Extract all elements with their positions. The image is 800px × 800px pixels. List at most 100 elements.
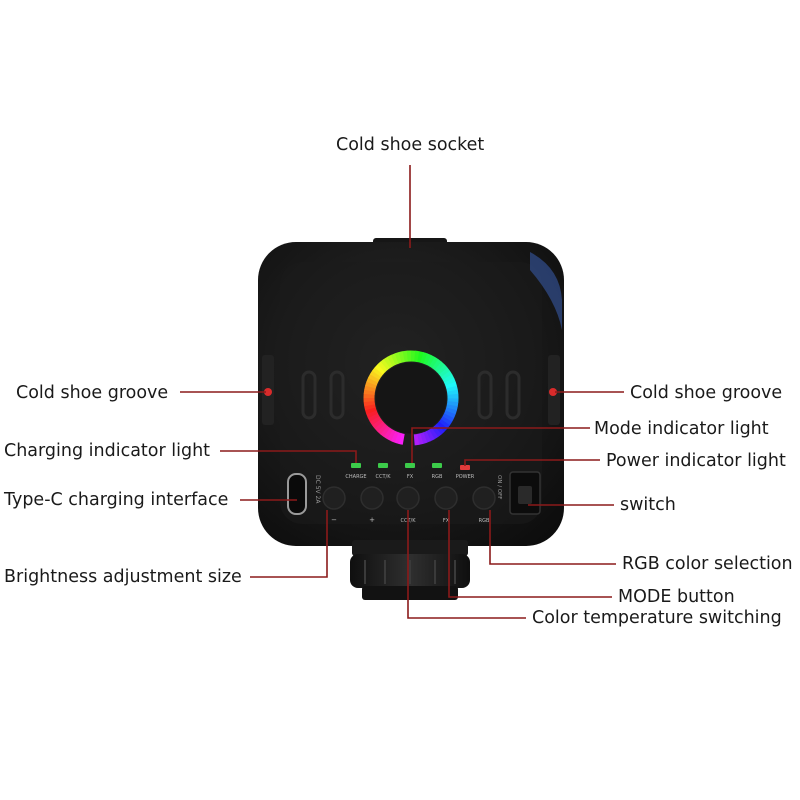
rgb-ring-segment	[426, 429, 435, 442]
vent-slot	[329, 370, 345, 420]
rgb-ring-segment	[442, 413, 455, 423]
rgb-ring-segment	[420, 432, 428, 445]
fx-button[interactable]	[434, 486, 458, 510]
leader-lines	[180, 165, 624, 619]
callout-rgb-color-selection: RGB color selection	[622, 554, 793, 574]
brightness-up-button[interactable]	[360, 486, 384, 510]
rgb-ring-segment	[380, 358, 391, 371]
leader-brightness	[250, 510, 328, 578]
type-c-port	[287, 473, 307, 515]
rgb-ring-segment	[377, 361, 388, 373]
leader-mode-indicator	[411, 427, 590, 463]
vent-slot	[301, 370, 317, 420]
rgb-ring-segment	[363, 389, 376, 395]
indicator-led-charge	[351, 463, 361, 468]
rgb-ring-segment	[431, 425, 442, 438]
callout-cold-shoe-socket: Cold shoe socket	[336, 135, 485, 155]
rgb-ring-segment	[394, 351, 402, 364]
rgb-ring-segment	[440, 370, 453, 381]
rgb-ring-segment	[428, 427, 439, 440]
cct-button[interactable]	[396, 486, 420, 510]
indicator-led-power	[460, 465, 470, 470]
button-label: +	[369, 516, 375, 524]
vent-slot	[477, 370, 493, 420]
rgb-ring-segment	[364, 385, 376, 392]
callout-cold-shoe-groove-right: Cold shoe groove	[630, 383, 783, 403]
rgb-ring-segment	[366, 410, 378, 419]
rgb-ring-segment	[429, 356, 439, 369]
bottom-cold-shoe-foot	[362, 586, 458, 600]
callout-type-c-charging-interface: Type-C charging interface	[4, 490, 229, 510]
indicator-label: CCT/K	[376, 474, 392, 480]
button-label: −	[331, 516, 337, 524]
rgb-ring-segment	[434, 361, 445, 373]
rgb-ring-segment	[423, 353, 432, 366]
indicator-led-row: CHARGE CCT/K FX RGB POWER	[345, 463, 475, 480]
callout-cold-shoe-groove-left: Cold shoe groove	[16, 383, 169, 403]
rgb-ring-segment	[438, 418, 450, 429]
leader-color-temperature	[407, 510, 526, 619]
callout-charging-indicator-light: Charging indicator light	[4, 441, 211, 461]
button-label: FX	[443, 518, 450, 524]
button-label: RGB	[479, 518, 490, 524]
rgb-ring-segment	[380, 425, 391, 437]
rgb-ring-segment	[372, 367, 384, 378]
rgb-ring-segment	[443, 410, 456, 419]
rgb-ring-segment	[387, 354, 396, 367]
cold-shoe-groove-left-dot	[264, 388, 272, 396]
indicator-label: CHARGE	[345, 474, 366, 480]
indicator-label: POWER	[456, 474, 475, 480]
rgb-button[interactable]	[472, 486, 496, 510]
rgb-ring-segment	[416, 433, 424, 445]
rgb-ring-segment	[446, 389, 459, 396]
callout-power-indicator-light: Power indicator light	[606, 451, 786, 471]
edge-reflection	[530, 252, 562, 330]
rgb-ring-segment	[426, 354, 436, 367]
callout-color-temperature-switching: Color temperature switching	[532, 608, 782, 628]
rgb-ring-segment	[377, 423, 388, 435]
rgb-ring-segment	[369, 370, 382, 380]
rgb-ring-segment	[365, 381, 377, 389]
rgb-ring-segment	[364, 407, 377, 415]
rgb-ring-segment	[366, 377, 379, 386]
leader-mode-button	[448, 510, 612, 598]
rgb-ring-segment	[398, 351, 406, 363]
indicator-label: RGB	[432, 474, 443, 480]
leader-power-indicator	[464, 459, 600, 466]
indicator-led-cctk	[378, 463, 388, 468]
rgb-ring-segment	[386, 429, 396, 442]
rgb-ring-segment	[390, 430, 399, 443]
rgb-ring-segment	[374, 421, 386, 432]
rgb-ring-segment	[364, 403, 376, 411]
leader-charging-indicator	[220, 450, 357, 463]
brightness-down-button[interactable]	[322, 486, 346, 510]
leader-rgb-selection	[489, 510, 616, 565]
rgb-ring-segment	[390, 353, 399, 365]
rgb-ring-segment	[369, 415, 382, 426]
rgb-ring-segment	[446, 385, 458, 393]
rgb-ring-segment	[383, 356, 394, 369]
rgb-ring-segment	[417, 351, 424, 363]
rgb-ring-segment	[436, 364, 448, 375]
rgb-ring-segment	[446, 401, 459, 407]
rgb-ring-segment	[446, 404, 458, 411]
rgb-ring-segment	[371, 418, 384, 429]
rgb-ring-segment	[414, 350, 420, 363]
mode-indicator-ring	[363, 350, 459, 446]
rgb-ring-segment	[431, 359, 442, 371]
rgb-ring-segment	[445, 407, 457, 415]
callout-mode-indicator-light: Mode indicator light	[594, 419, 769, 439]
rgb-ring-segment	[383, 427, 393, 440]
rgb-ring-segment	[420, 352, 428, 364]
rgb-ring-segment	[363, 400, 376, 407]
rgb-ring-segment	[423, 431, 432, 443]
indicator-label: FX	[407, 474, 414, 480]
indicator-led-rgb	[432, 463, 442, 468]
rgb-ring-segment	[413, 433, 420, 446]
switch-label: ON / OFF	[496, 475, 502, 499]
callout-brightness-adjustment-size: Brightness adjustment size	[4, 567, 242, 587]
cold-shoe-groove-right-dot	[549, 388, 557, 396]
